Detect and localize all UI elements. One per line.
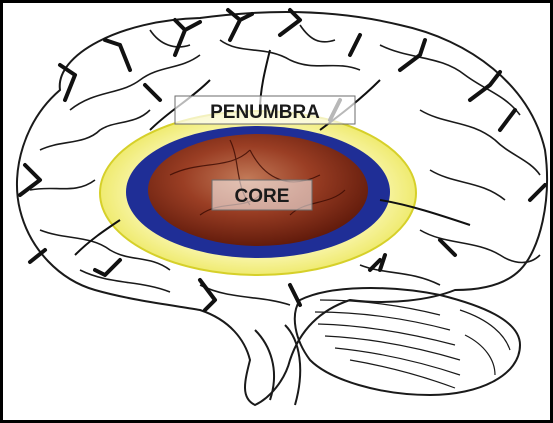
core-label: CORE (235, 186, 290, 207)
penumbra-label: PENUMBRA (210, 102, 320, 123)
